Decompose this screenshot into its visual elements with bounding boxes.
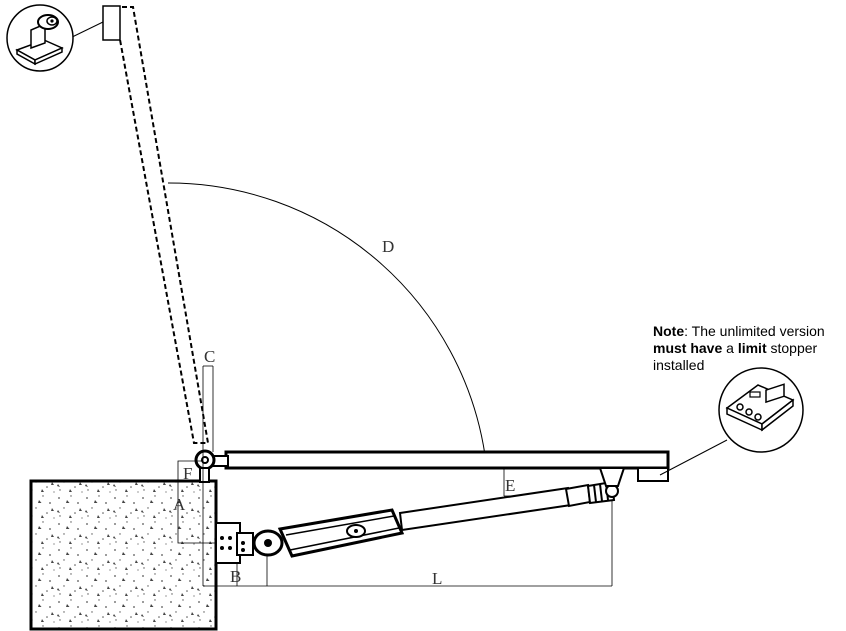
concrete-pillar [29, 479, 218, 631]
wall-bracket [215, 522, 254, 564]
label-a: A [173, 495, 186, 514]
label-l: L [432, 569, 442, 588]
note-text-4: installed [653, 357, 705, 373]
note-text-3: stopper [766, 340, 818, 356]
note-text-1: : The unlimited version [684, 323, 825, 339]
bracket-mount-icon [6, 4, 104, 72]
swing-arc [167, 182, 486, 456]
limit-stopper-icon [659, 367, 804, 476]
gate-hinge [194, 449, 216, 483]
note-emphasis-1: must have [653, 340, 723, 356]
gate-opener-actuator [252, 467, 626, 558]
label-b: B [230, 567, 241, 586]
note-text-2: a [722, 340, 738, 356]
note-prefix: Note [653, 323, 685, 339]
label-c: C [204, 347, 215, 366]
gate-open-position [102, 5, 210, 444]
label-e: E [505, 476, 515, 495]
gate-closed-position [211, 450, 670, 482]
label-f: F [183, 464, 192, 483]
label-d: D [382, 237, 394, 256]
note-emphasis-2: limit [737, 340, 767, 356]
limit-stopper-note: Note: The unlimited version must have a … [653, 323, 843, 374]
